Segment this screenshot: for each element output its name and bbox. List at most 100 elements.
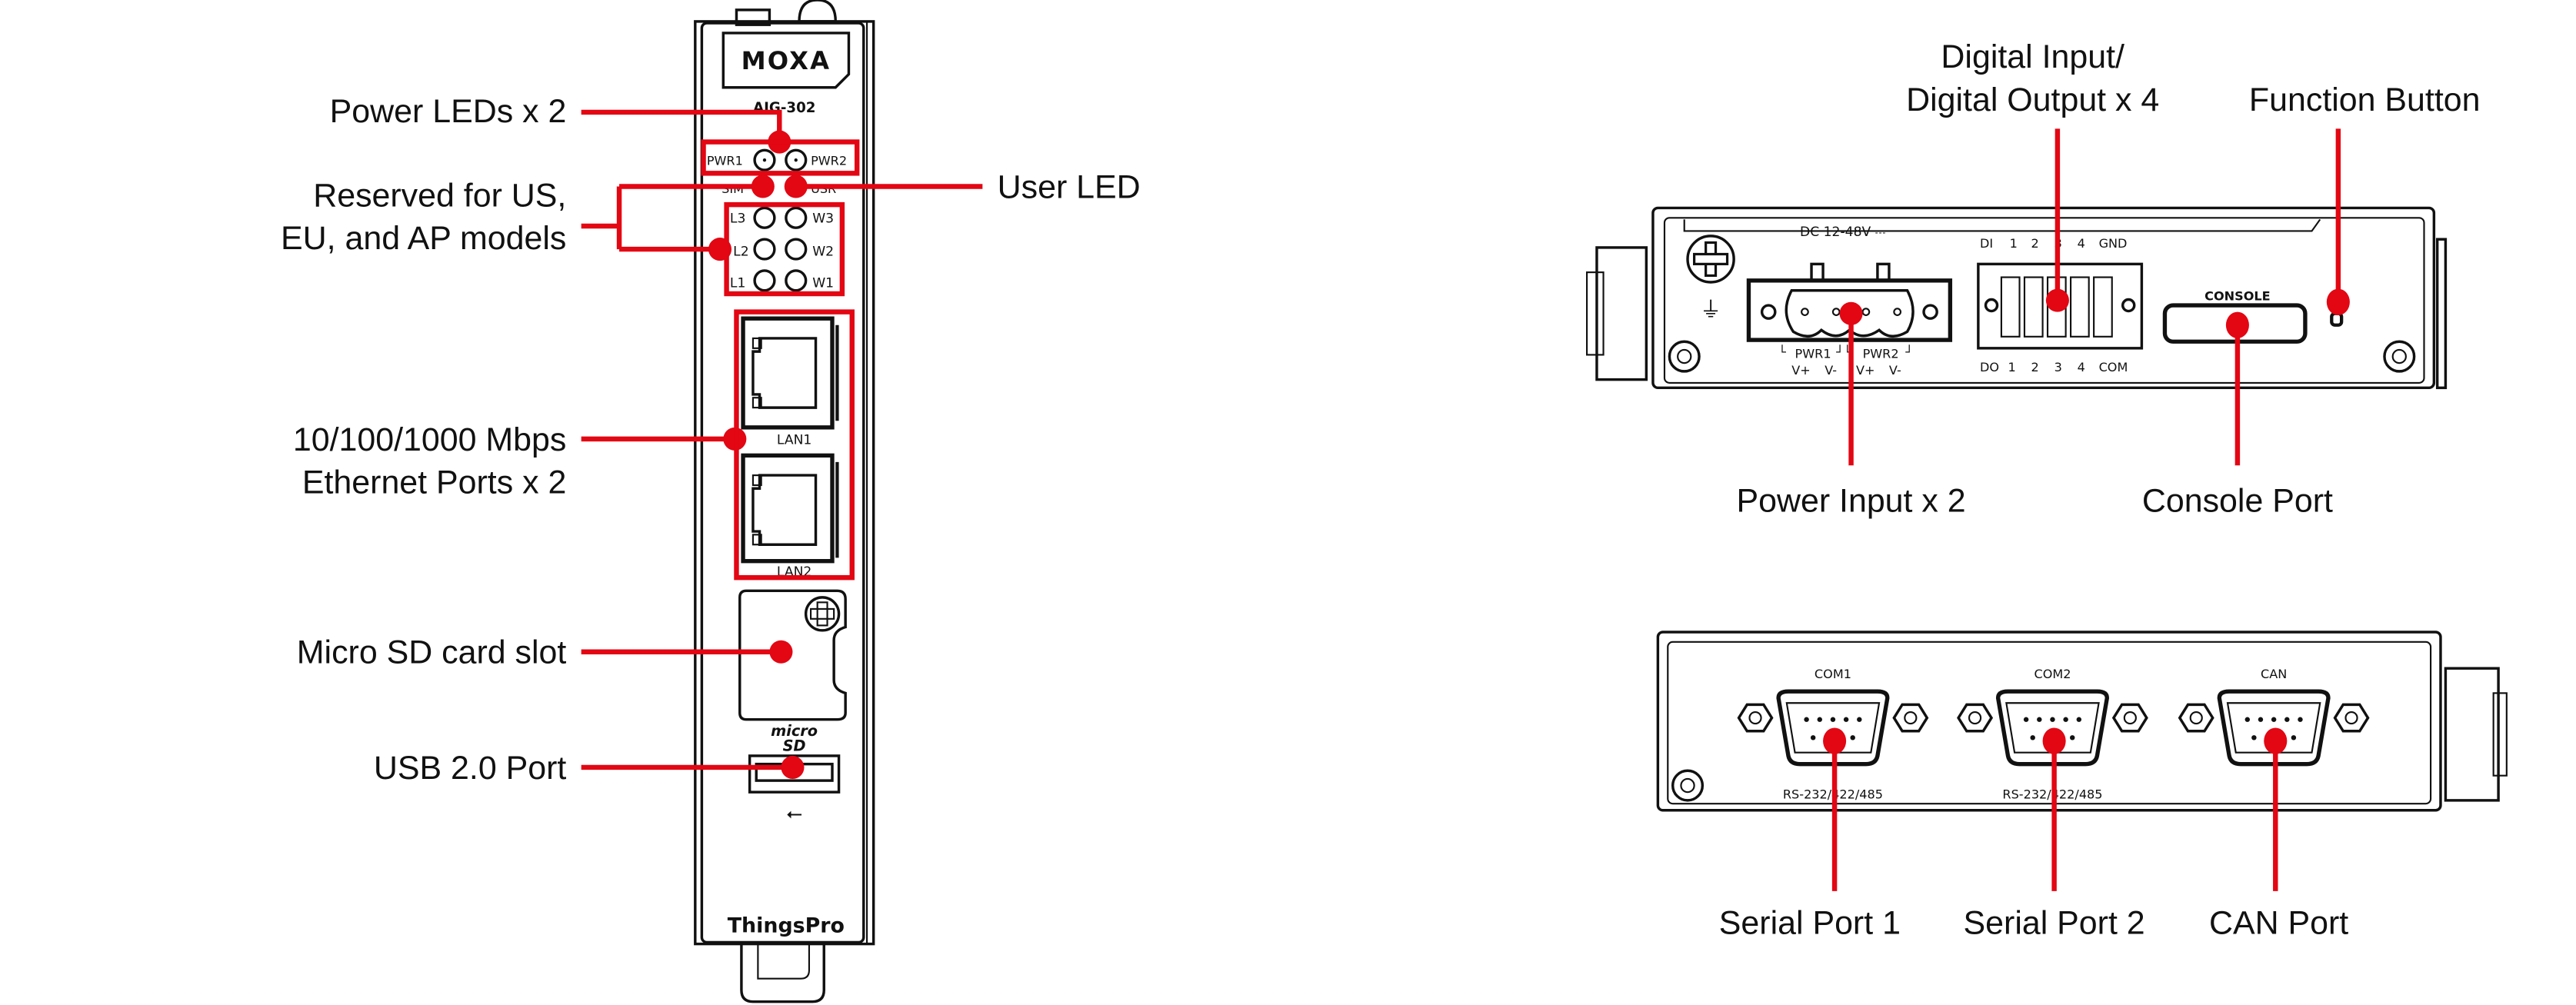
din-clip-right-inner <box>2492 692 2508 777</box>
pwr-bracket-mid: ┘└ <box>1835 344 1851 360</box>
callout-dio-line1: Digital Input/ <box>1941 38 2124 75</box>
microsd-label-line1: micro <box>771 722 818 740</box>
frame-power-leds <box>701 139 860 176</box>
do-row: DO 1 2 3 4 COM <box>1980 360 2128 374</box>
di-gnd: GND <box>2099 236 2128 251</box>
do-label: DO <box>1980 360 1999 374</box>
callout-ethernet-line2: Ethernet Ports x 2 <box>302 464 566 501</box>
din-clip-left-inner <box>1585 271 1605 356</box>
top-callouts: Digital Input/ Digital Output x 4 Functi… <box>1736 38 2480 519</box>
usb-icon: ⭠ <box>786 803 802 826</box>
top-screw <box>798 0 837 23</box>
logo-plate <box>721 32 851 89</box>
top-panel-rib <box>1683 218 2321 232</box>
di-1: 1 <box>2010 236 2018 251</box>
callout-micro-sd: Micro SD card slot <box>297 634 567 671</box>
do-4: 4 <box>2078 360 2085 374</box>
vminus2-label: V- <box>1889 363 1901 378</box>
frame-ethernet <box>734 309 855 581</box>
right-edge-rail <box>2435 238 2448 390</box>
pwr2-input-label: PWR2 <box>1863 347 1899 361</box>
brand-logo: MOXA <box>741 46 831 75</box>
callout-serial-port-2: Serial Port 2 <box>1964 905 2145 942</box>
lan1-label: LAN1 <box>777 432 811 448</box>
vplus2-label: V+ <box>1856 363 1875 378</box>
top-panel-body <box>1651 206 2436 390</box>
callout-power-input: Power Input x 2 <box>1736 482 1965 519</box>
bottom-clip-inner <box>757 943 811 980</box>
do-1: 1 <box>2008 360 2016 374</box>
microsd-label-line2: SD <box>783 737 806 754</box>
pwr1-input-label: PWR1 <box>1795 347 1831 361</box>
marker-function-button <box>2326 288 2350 315</box>
callout-can-port: CAN Port <box>2209 905 2348 942</box>
dc-voltage-label: DC 12-48V ⎓ <box>1800 225 1886 240</box>
lan2-port <box>741 453 839 564</box>
device-body-inner <box>700 22 865 944</box>
w1-led <box>785 269 808 292</box>
mount-screw-icon <box>1671 769 1705 802</box>
com2-db9-port <box>1957 689 2148 767</box>
l3-label: L3 <box>730 211 745 227</box>
pwr2-label: PWR2 <box>811 154 847 168</box>
di-row: DI 1 2 3 4 GND <box>1980 236 2127 251</box>
pwr1-label: PWR1 <box>707 154 743 168</box>
can-label: CAN <box>2261 667 2287 681</box>
bottom-panel-inner <box>1667 641 2432 805</box>
di-4: 4 <box>2078 236 2085 251</box>
pwr2-led-center <box>794 158 798 162</box>
front-panel-device: MOXA AIG-302 PWR1 PWR2 SIM USR L3 W3 L2 … <box>694 0 875 1003</box>
lan1-port <box>741 316 839 430</box>
screw-icon <box>804 596 841 632</box>
microsd-slot <box>738 589 847 721</box>
function-button <box>2330 311 2344 327</box>
do-com: COM <box>2099 360 2128 374</box>
callout-serial-port-1: Serial Port 1 <box>1719 905 1901 942</box>
l2-led <box>753 238 776 261</box>
callout-reserved-line2: EU, and AP models <box>281 220 566 257</box>
marker-can <box>2264 727 2288 754</box>
callout-dio-line2: Digital Output x 4 <box>1906 82 2159 118</box>
marker-power-input <box>1839 301 1863 325</box>
callout-reserved-line1: Reserved for US, <box>313 177 566 214</box>
mount-screw-icon <box>2383 340 2416 373</box>
front-callouts: Power LEDs x 2 Reserved for US, EU, and … <box>281 93 1141 787</box>
callout-function-button: Function Button <box>2249 82 2481 118</box>
vplus1-label: V+ <box>1791 363 1810 378</box>
l3-led <box>753 206 776 229</box>
ground-icon: ⏚ <box>1700 297 1721 322</box>
thingspro-label: ThingsPro <box>728 914 845 938</box>
l1-led <box>753 269 776 292</box>
din-clip-left <box>1595 246 1648 381</box>
bottom-clip <box>740 943 825 1003</box>
leader-power-leds <box>581 109 782 142</box>
device-body-outer <box>694 20 875 946</box>
com1-label: COM1 <box>1815 667 1851 681</box>
do-2: 2 <box>2031 360 2039 374</box>
l1-label: L1 <box>730 275 745 291</box>
marker-usb <box>781 755 805 779</box>
pwr1-led-center <box>762 158 767 162</box>
marker-serial1 <box>1823 727 1847 754</box>
can-db9-port <box>2178 689 2370 767</box>
do-3: 3 <box>2054 360 2062 374</box>
ground-screw-icon <box>1686 235 1735 284</box>
w2-led <box>785 238 808 261</box>
marker-serial2 <box>2042 727 2066 754</box>
w3-label: W3 <box>812 211 834 227</box>
bottom-panel-body <box>1656 631 2442 812</box>
di-label: DI <box>1980 236 1993 251</box>
bottom-callouts: Serial Port 1 Serial Port 2 CAN Port <box>1719 727 2348 942</box>
mount-screw-icon <box>1668 340 1701 373</box>
marker-micro-sd <box>769 640 793 664</box>
com1-db9-port <box>1737 689 1929 767</box>
di-2: 2 <box>2031 236 2039 251</box>
callout-usb: USB 2.0 Port <box>374 750 567 787</box>
din-clip-right <box>2444 667 2500 802</box>
callout-ethernet-line1: 10/100/1000 Mbps <box>293 421 567 458</box>
com2-label: COM2 <box>2034 667 2071 681</box>
marker-dio <box>2045 288 2069 312</box>
pwr1-bracket-open: └ <box>1778 344 1786 360</box>
callout-user-led: User LED <box>998 169 1141 206</box>
